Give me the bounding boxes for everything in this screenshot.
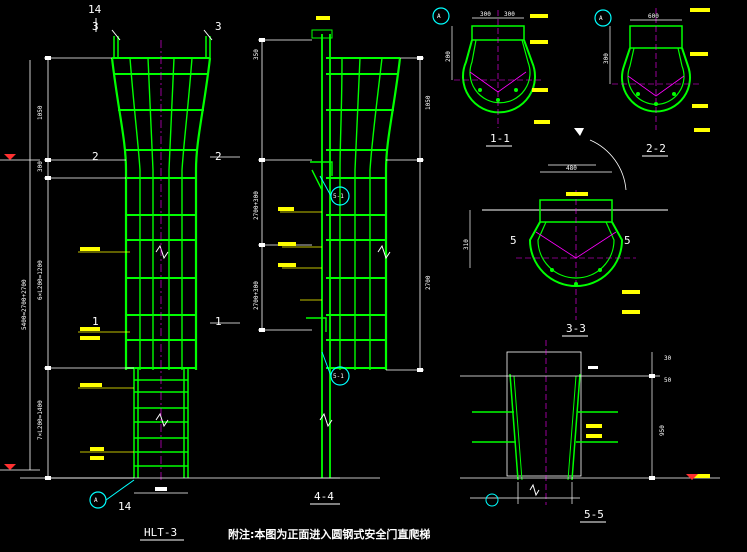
svg-text:2700+300: 2700+300 — [253, 191, 260, 220]
svg-text:6×L200=1200: 6×L200=1200 — [37, 260, 44, 300]
detail-circle-1: 5-1 — [333, 193, 344, 200]
svg-text:2700: 2700 — [425, 275, 432, 290]
svg-text:300: 300 — [504, 11, 515, 18]
section-4-4-view: 350 2700+300 2700+300 1050 2700 5-1 5-1 … — [253, 16, 432, 505]
cut-mid-left: 2 — [92, 150, 99, 163]
svg-text:1050: 1050 — [425, 95, 432, 110]
svg-text:A: A — [437, 13, 441, 20]
cut-low-left: 1 — [92, 315, 99, 328]
svg-text:300: 300 — [37, 161, 44, 172]
main-elevation-view: 14 3 3 — [0, 3, 380, 541]
svg-text:30: 30 — [664, 355, 672, 362]
section-3-3-label: 3-3 — [566, 322, 586, 335]
svg-text:600: 600 — [648, 13, 659, 20]
section-2-2-view: A 600 300 2-2 — [594, 8, 710, 157]
svg-text:480: 480 — [566, 165, 577, 172]
svg-text:350: 350 — [253, 49, 260, 60]
svg-text:300: 300 — [603, 53, 610, 64]
mark-bottom: 14 — [118, 500, 132, 513]
detail-a-mark: A — [94, 497, 98, 504]
svg-text:7×L200=1400: 7×L200=1400 — [37, 400, 44, 440]
svg-text:A: A — [599, 15, 603, 22]
svg-text:50: 50 — [664, 377, 672, 384]
svg-text:310: 310 — [463, 239, 470, 250]
svg-text:1050: 1050 — [37, 105, 44, 120]
section-5-5-label: 5-5 — [584, 508, 604, 521]
cut-top-right: 3 — [215, 20, 222, 33]
svg-text:950: 950 — [659, 425, 666, 436]
svg-text:2700+300: 2700+300 — [253, 281, 260, 310]
svg-text:200: 200 — [445, 51, 452, 62]
svg-text:300: 300 — [480, 11, 491, 18]
drawing-note: 附注:本图为正面进入圆钢式安全门直爬梯 — [228, 527, 430, 541]
cut-top-left: 3 — [92, 20, 99, 33]
svg-text:5400=2700+2700: 5400=2700+2700 — [21, 279, 28, 330]
cut-low-right: 1 — [215, 315, 222, 328]
section-2-2-label: 2-2 — [646, 142, 666, 155]
section-1-1-label: 1-1 — [490, 132, 510, 145]
detail-circle-2: 5-1 — [333, 373, 344, 380]
cut-mid-right: 2 — [215, 150, 222, 163]
section-4-4-label: 4-4 — [314, 490, 334, 503]
view-title: HLT-3 — [144, 526, 177, 539]
mark-top: 14 — [88, 3, 102, 16]
section-3-3-view: 480 310 5 5 3-3 — [463, 128, 668, 337]
section-5-right-mark: 5 — [624, 234, 631, 247]
section-5-left-mark: 5 — [510, 234, 517, 247]
section-1-1-view: A 300 300 200 1-1 — [432, 7, 550, 147]
section-5-5-view: 950 50 30 5-5 — [460, 340, 720, 523]
